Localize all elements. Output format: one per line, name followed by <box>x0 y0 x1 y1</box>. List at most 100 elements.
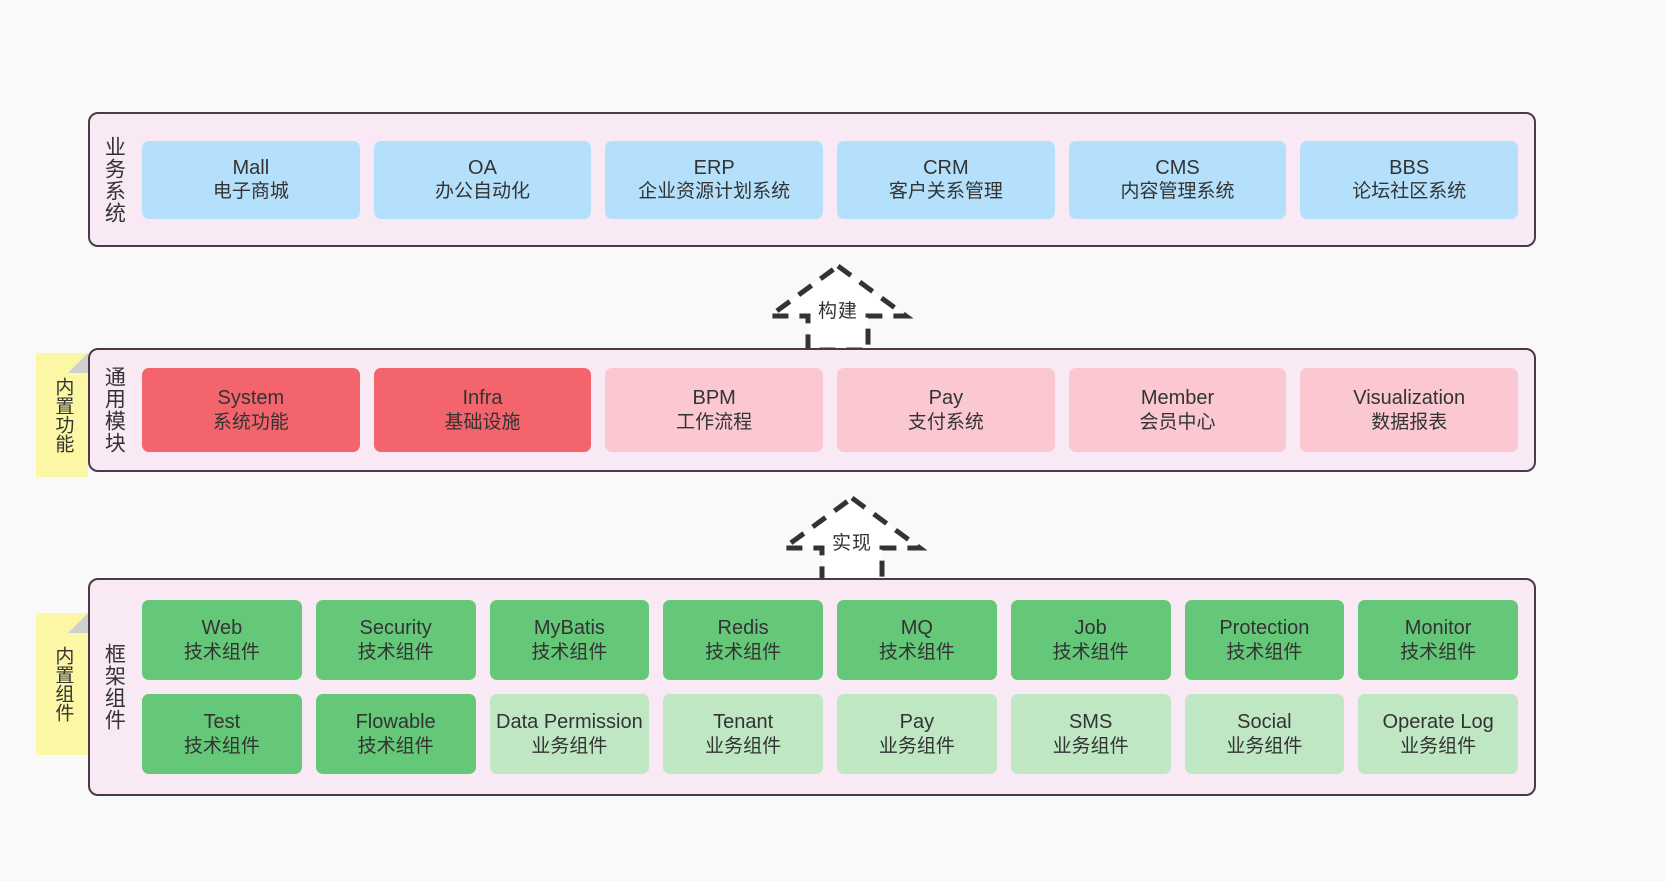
node-crm[interactable]: CRM 客户关系管理 <box>837 140 1055 219</box>
node-en-label: MyBatis <box>533 617 605 640</box>
layer-body-framework-component: Web 技术组件 Security 技术组件 MyBatis 技术组件 Redi… <box>136 580 1534 794</box>
node-protection[interactable]: Protection 技术组件 <box>1184 600 1345 680</box>
sticky-note-builtin-function: 内置功能 <box>36 353 88 477</box>
node-row-business: Test 技术组件 Flowable 技术组件 Data Permission … <box>142 694 1518 774</box>
node-en-label: Mall <box>232 156 270 179</box>
node-en-label: Data Permission <box>496 711 643 734</box>
node-cn-label: 业务组件 <box>1052 735 1129 757</box>
node-en-label: Pay <box>899 711 935 734</box>
node-cn-label: 系统功能 <box>212 411 289 433</box>
layer-title-business-system: 业务系统 <box>102 135 126 224</box>
node-social[interactable]: Social 业务组件 <box>1184 694 1345 774</box>
node-infra[interactable]: Infra 基础设施 <box>373 368 592 452</box>
layer-body-common-module: System 系统功能 Infra 基础设施 BPM 工作流程 Pay 支付系统… <box>136 350 1534 470</box>
node-en-label: OA <box>468 156 497 179</box>
node-system[interactable]: System 系统功能 <box>142 368 360 452</box>
sticky-note-label: 内置组件 <box>52 646 74 722</box>
node-en-label: MQ <box>900 617 933 640</box>
node-cn-label: 电子商城 <box>212 181 289 203</box>
node-cn-label: 技术组件 <box>1226 641 1303 663</box>
node-cn-label: 技术组件 <box>531 641 608 663</box>
node-cn-label: 技术组件 <box>1052 641 1129 663</box>
node-cn-label: 内容管理系统 <box>1120 181 1235 203</box>
node-en-label: Operate Log <box>1382 711 1494 734</box>
node-en-label: Flowable <box>355 711 436 734</box>
layer-framework-component: 框架组件 Web 技术组件 Security 技术组件 MyBatis 技术组件 <box>88 578 1536 796</box>
build-arrow-label: 构建 <box>817 301 858 322</box>
node-cn-label: 会员中心 <box>1139 411 1216 433</box>
node-cn-label: 论坛社区系统 <box>1352 181 1467 203</box>
node-row-tech: Web 技术组件 Security 技术组件 MyBatis 技术组件 Redi… <box>142 600 1518 680</box>
node-cn-label: 业务组件 <box>1400 735 1477 757</box>
node-cn-label: 工作流程 <box>676 411 753 433</box>
node-monitor[interactable]: Monitor 技术组件 <box>1358 600 1518 680</box>
node-row: System 系统功能 Infra 基础设施 BPM 工作流程 Pay 支付系统… <box>142 368 1519 452</box>
node-en-label: Test <box>203 711 241 734</box>
implement-arrow-label: 实现 <box>831 533 872 554</box>
node-bbs[interactable]: BBS 论坛社区系统 <box>1300 140 1519 219</box>
node-en-label: Pay <box>928 387 964 410</box>
node-erp[interactable]: ERP 企业资源计划系统 <box>605 140 824 219</box>
node-row: Mall 电子商城 OA 办公自动化 ERP 企业资源计划系统 CRM 客户关系… <box>142 140 1519 219</box>
layer-business-system: 业务系统 Mall 电子商城 OA 办公自动化 ERP 企业资源计划系统 CRM… <box>88 112 1536 247</box>
node-en-label: Job <box>1074 617 1107 640</box>
node-cn-label: 企业资源计划系统 <box>638 181 791 203</box>
node-cn-label: 业务组件 <box>705 735 782 757</box>
node-redis[interactable]: Redis 技术组件 <box>663 600 823 680</box>
node-en-label: Visualization <box>1353 387 1466 410</box>
node-cn-label: 客户关系管理 <box>888 181 1003 203</box>
node-en-label: ERP <box>693 156 735 179</box>
node-test[interactable]: Test 技术组件 <box>142 694 302 774</box>
node-sms[interactable]: SMS 业务组件 <box>1010 694 1171 774</box>
node-cn-label: 办公自动化 <box>435 181 531 203</box>
node-cn-label: 技术组件 <box>878 641 955 663</box>
node-en-label: BBS <box>1389 156 1430 179</box>
node-member[interactable]: Member 会员中心 <box>1068 368 1287 452</box>
node-mq[interactable]: MQ 技术组件 <box>837 600 997 680</box>
node-en-label: Infra <box>462 387 503 410</box>
node-pay-module[interactable]: Pay 支付系统 <box>837 368 1055 452</box>
node-mall[interactable]: Mall 电子商城 <box>142 140 360 219</box>
node-flowable[interactable]: Flowable 技术组件 <box>315 694 476 774</box>
node-en-label: BPM <box>692 387 736 410</box>
node-web[interactable]: Web 技术组件 <box>142 600 302 680</box>
node-en-label: CRM <box>923 156 969 179</box>
node-cms[interactable]: CMS 内容管理系统 <box>1068 140 1287 219</box>
node-mybatis[interactable]: MyBatis 技术组件 <box>489 600 650 680</box>
node-tenant[interactable]: Tenant 业务组件 <box>663 694 823 774</box>
node-en-label: Social <box>1237 711 1292 734</box>
node-en-label: Monitor <box>1404 617 1472 640</box>
node-cn-label: 技术组件 <box>183 735 260 757</box>
node-data-permission[interactable]: Data Permission 业务组件 <box>489 694 650 774</box>
node-cn-label: 基础设施 <box>444 411 521 433</box>
node-cn-label: 支付系统 <box>907 411 984 433</box>
node-oa[interactable]: OA 办公自动化 <box>373 140 592 219</box>
node-visualization[interactable]: Visualization 数据报表 <box>1300 368 1519 452</box>
build-arrow: 构建 <box>758 258 918 353</box>
node-cn-label: 技术组件 <box>357 735 434 757</box>
node-en-label: CMS <box>1155 156 1200 179</box>
node-pay-component[interactable]: Pay 业务组件 <box>837 694 997 774</box>
sticky-note-label: 内置功能 <box>52 377 74 453</box>
layer-common-module: 通用模块 System 系统功能 Infra 基础设施 BPM 工作流程 Pay… <box>88 348 1536 472</box>
layer-title-framework-component: 框架组件 <box>102 643 126 731</box>
node-job[interactable]: Job 技术组件 <box>1010 600 1171 680</box>
node-en-label: SMS <box>1068 711 1113 734</box>
layer-body-business-system: Mall 电子商城 OA 办公自动化 ERP 企业资源计划系统 CRM 客户关系… <box>136 114 1534 245</box>
node-en-label: System <box>217 387 285 410</box>
node-operate-log[interactable]: Operate Log 业务组件 <box>1358 694 1518 774</box>
node-security[interactable]: Security 技术组件 <box>315 600 476 680</box>
node-bpm[interactable]: BPM 工作流程 <box>605 368 824 452</box>
sticky-note-builtin-component: 内置组件 <box>36 613 88 755</box>
node-en-label: Tenant <box>713 711 774 734</box>
node-cn-label: 业务组件 <box>1226 735 1303 757</box>
node-cn-label: 技术组件 <box>1400 641 1477 663</box>
node-cn-label: 业务组件 <box>531 735 608 757</box>
node-cn-label: 数据报表 <box>1371 411 1448 433</box>
node-en-label: Web <box>201 617 243 640</box>
node-rows: Web 技术组件 Security 技术组件 MyBatis 技术组件 Redi… <box>142 588 1518 786</box>
node-en-label: Member <box>1140 387 1215 410</box>
layer-title-common-module: 通用模块 <box>102 366 126 454</box>
node-cn-label: 业务组件 <box>878 735 955 757</box>
